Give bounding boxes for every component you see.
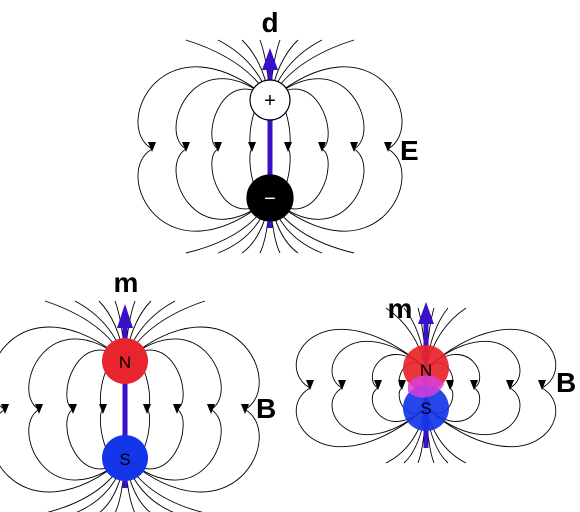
positive-charge bbox=[249, 79, 291, 121]
magnetic-dipole-overlapping: N S m B bbox=[295, 293, 576, 464]
field-arrow bbox=[207, 404, 215, 414]
field-arrow bbox=[284, 142, 292, 152]
magnetic-dipole-arrowhead-left bbox=[117, 304, 133, 328]
pole-overlap-region bbox=[408, 375, 444, 398]
field-arrow bbox=[1, 404, 9, 414]
electric-dipole-label: d bbox=[261, 7, 278, 38]
magnetic-field-label-left: B bbox=[256, 393, 276, 424]
field-arrow bbox=[69, 404, 77, 414]
field-arrow bbox=[538, 380, 546, 390]
electric-dipole-arrowhead bbox=[262, 48, 278, 70]
south-pole-label-right: S bbox=[420, 399, 431, 418]
electric-dipole: + − d E bbox=[137, 7, 419, 254]
field-arrow bbox=[384, 142, 392, 152]
magnetic-dipole-separated: N S m B bbox=[0, 267, 276, 512]
field-arrow bbox=[506, 380, 514, 390]
field-arrow bbox=[470, 380, 478, 390]
north-pole-left bbox=[102, 338, 148, 384]
field-arrow bbox=[446, 380, 454, 390]
field-arrow bbox=[182, 142, 190, 152]
field-arrow bbox=[374, 380, 382, 390]
positive-charge-symbol: + bbox=[264, 90, 276, 112]
electric-field-lines bbox=[137, 39, 403, 254]
north-pole-label-left: N bbox=[119, 353, 131, 372]
field-arrow bbox=[306, 380, 314, 390]
field-arrow bbox=[143, 404, 151, 414]
magnetic-dipole-arrowhead-right bbox=[418, 302, 434, 324]
magnetic-dipole-label-left: m bbox=[114, 267, 139, 298]
field-arrow bbox=[148, 142, 156, 152]
south-pole-left bbox=[102, 435, 148, 481]
field-arrow bbox=[99, 404, 107, 414]
negative-charge bbox=[246, 174, 294, 222]
field-arrow bbox=[318, 142, 326, 152]
field-line bbox=[295, 329, 427, 447]
field-line bbox=[425, 329, 557, 447]
field-arrow bbox=[35, 404, 43, 414]
field-arrow bbox=[173, 404, 181, 414]
field-arrow bbox=[338, 380, 346, 390]
magnetic-dipole-label-right: m bbox=[388, 293, 413, 324]
field-arrow bbox=[350, 142, 358, 152]
electric-field-label: E bbox=[400, 135, 419, 166]
field-arrow bbox=[398, 380, 406, 390]
field-arrow bbox=[241, 404, 249, 414]
negative-charge-symbol: − bbox=[264, 188, 276, 210]
north-pole-label-right: N bbox=[420, 361, 432, 380]
field-arrow bbox=[248, 142, 256, 152]
magnetic-field-label-right: B bbox=[556, 367, 576, 398]
field-arrow bbox=[214, 142, 222, 152]
south-pole-label-left: S bbox=[119, 450, 130, 469]
magnetic-field-lines-right bbox=[295, 307, 557, 464]
south-pole-right bbox=[403, 385, 449, 431]
